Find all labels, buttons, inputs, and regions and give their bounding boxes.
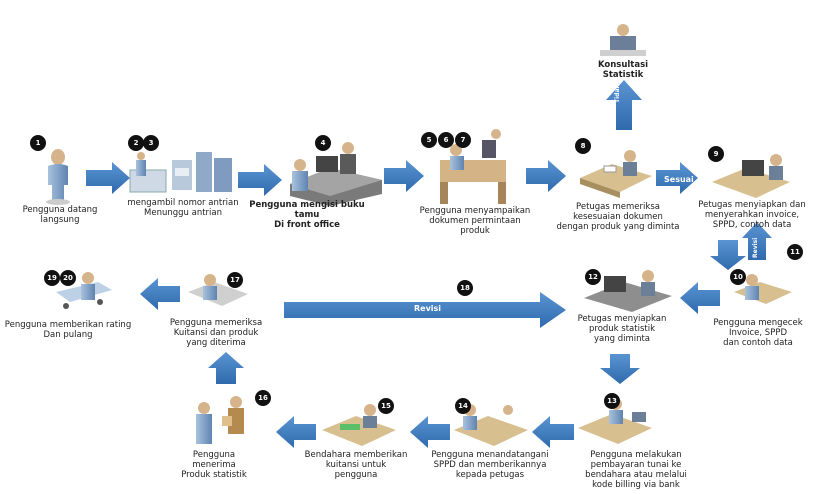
front-office-scene-4 (290, 142, 382, 206)
caption-step-15: Bendahara memberikan kuitansi untuk peng… (304, 450, 408, 480)
label-revisi-small: Revisi (752, 237, 759, 258)
arrow-12-to-13 (600, 354, 640, 384)
badge-step-2: 2 (128, 135, 144, 151)
badge-step-5: 5 (421, 132, 437, 148)
arrow-14-to-15 (410, 416, 450, 448)
caption-konsultasi: Konsultasi Statistik (597, 60, 649, 80)
caption-step-1: Pengguna datang langsung (22, 205, 98, 225)
badge-step-10: 10 (730, 269, 746, 285)
badge-step-18: 18 (457, 280, 473, 296)
queue-scene-2-3 (129, 152, 232, 193)
caption-step-2-3: mengambil nomor antrian Menunggu antrian (127, 198, 239, 218)
caption-step-16: Pengguna menerima Produk statistik (181, 450, 247, 480)
arrow-3-to-4 (238, 164, 282, 196)
people-scene-16 (196, 396, 244, 444)
person-step-1 (46, 149, 70, 205)
caption-step-19-20: Pengguna memberikan rating Dan pulang (4, 320, 132, 340)
arrow-revisi-small (742, 222, 772, 260)
badge-step-11: 11 (787, 244, 803, 260)
caption-step-5-7: Pengguna menyampaikan dokumen permintaan… (419, 206, 531, 236)
caption-step-14: Pengguna menandatangani SPPD dan memberi… (431, 450, 549, 480)
label-sesuai: Sesuai (664, 175, 694, 184)
arrow-13-to-14 (532, 416, 574, 448)
desk-scene-8 (580, 150, 652, 198)
arrow-revisi (284, 292, 566, 328)
arrow-17-to-19 (140, 278, 180, 310)
badge-step-20: 20 (60, 270, 76, 286)
badge-step-8: 8 (575, 138, 591, 154)
badge-step-13: 13 (604, 393, 620, 409)
arrow-4-to-5 (384, 160, 424, 192)
desk-scene-9 (712, 154, 790, 198)
arrow-tidak-sesuai (606, 80, 642, 130)
badge-step-12: 12 (585, 269, 601, 285)
badge-step-15: 15 (378, 398, 394, 414)
caption-step-9: Petugas menyiapkan dan menyerahkan invoi… (698, 200, 806, 230)
desk-scene-5-7 (440, 129, 506, 204)
caption-step-13: Pengguna melakukan pembayaran tunai ke b… (585, 450, 687, 490)
badge-step-1: 1 (30, 135, 46, 151)
arrow-15-to-16 (276, 416, 316, 448)
desk-scene-15 (322, 404, 396, 446)
badge-step-3: 3 (143, 135, 159, 151)
badge-step-6: 6 (438, 132, 454, 148)
arrow-7-to-8 (526, 160, 566, 192)
desk-scene-10 (734, 274, 792, 304)
desk-scene-14 (454, 404, 528, 446)
badge-step-4: 4 (315, 135, 331, 151)
desk-scene-17 (188, 274, 248, 306)
arrow-9-to-10 (710, 240, 746, 270)
badge-step-19: 19 (44, 270, 60, 286)
person-konsultasi (600, 24, 646, 56)
caption-step-10: Pengguna mengecek Invoice, SPPD dan cont… (713, 318, 803, 348)
caption-step-8: Petugas memeriksa kesesuaian dokumen den… (556, 202, 680, 232)
caption-step-12: Petugas menyiapkan produk statistik yang… (577, 314, 667, 344)
caption-step-17: Pengguna memeriksa Kuitansi dan produk y… (169, 318, 263, 348)
label-revisi: Revisi (414, 304, 442, 313)
arrow-10-to-12 (680, 282, 720, 314)
cart-scene-19-20 (56, 272, 112, 309)
arrow-1-to-2 (86, 162, 130, 194)
arrow-16-to-17 (208, 352, 244, 384)
badge-step-7: 7 (455, 132, 471, 148)
badge-step-14: 14 (455, 398, 471, 414)
caption-step-4: Pengguna mengisi buku tamu Di front offi… (249, 200, 365, 230)
arrow-sesuai (656, 162, 698, 194)
desk-scene-12 (584, 270, 672, 312)
badge-step-17: 17 (227, 272, 243, 288)
badge-step-16: 16 (255, 390, 271, 406)
badge-step-9: 9 (708, 146, 724, 162)
